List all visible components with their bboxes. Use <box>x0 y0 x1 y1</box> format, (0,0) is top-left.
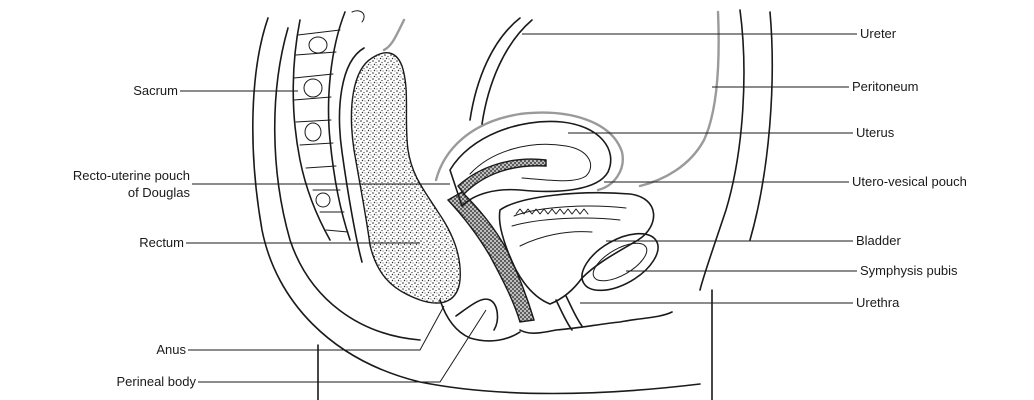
bladder-rugae <box>516 209 588 214</box>
anatomy-drawing <box>253 10 772 400</box>
label-ureter: Ureter <box>860 26 897 41</box>
label-perineal-body: Perineal body <box>117 374 197 389</box>
label-recto-uterine-1: Recto-uterine pouch <box>73 168 190 183</box>
peritoneum-anterior <box>640 12 719 186</box>
label-symphysis-pubis: Symphysis pubis <box>860 263 958 278</box>
ureter <box>470 18 520 120</box>
label-bladder: Bladder <box>856 233 901 248</box>
bladder-lining <box>512 206 626 246</box>
label-utero-vesical-pouch: Utero-vesical pouch <box>852 174 967 189</box>
anus-outline <box>440 300 520 341</box>
urethra-inner <box>566 296 582 326</box>
cervical-canal <box>458 159 546 194</box>
label-peritoneum: Peritoneum <box>852 79 918 94</box>
rectum <box>351 53 460 303</box>
vulva <box>520 312 672 333</box>
label-urethra: Urethra <box>856 295 900 310</box>
labels: Sacrum Recto-uterine pouch of Douglas Re… <box>73 26 967 389</box>
symphysis-pubis <box>573 222 668 302</box>
label-recto-uterine-2: of Douglas <box>128 185 191 200</box>
leader-perineal-body <box>198 310 486 382</box>
label-uterus: Uterus <box>856 125 895 140</box>
label-anus: Anus <box>156 342 186 357</box>
vagina <box>448 192 534 322</box>
ureter-inner <box>482 20 532 124</box>
front-body-wall <box>700 10 744 290</box>
front-body-wall-inner <box>750 12 772 240</box>
label-sacrum: Sacrum <box>133 83 178 98</box>
label-rectum: Rectum <box>139 235 184 250</box>
symphysis-pubis-inner <box>588 236 653 289</box>
